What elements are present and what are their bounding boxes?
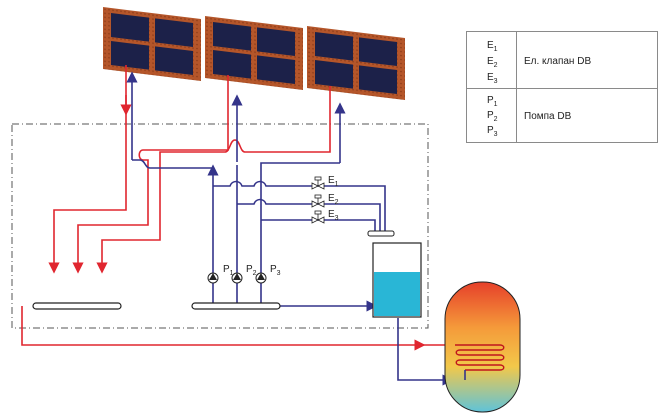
pump-p3: [255, 272, 267, 284]
cold-manifold: [191, 302, 281, 310]
legend-valve-code: E1: [487, 40, 498, 53]
legend-pump-description: Помпа DB: [524, 111, 572, 122]
pump-p1: [207, 272, 219, 284]
legend-pump-codes: P1 P2 P3: [467, 89, 517, 142]
hot-manifold: [32, 302, 122, 310]
hot-pipes: [21, 65, 465, 351]
legend-valve-codes: E1 E2 E3: [467, 32, 517, 88]
label-e2: E2: [328, 193, 339, 206]
cold-pipes: [126, 71, 454, 386]
label-p2: P2: [246, 264, 257, 277]
legend-pump-code: P1: [487, 95, 498, 108]
valve-e1: [311, 176, 325, 190]
solar-panel-3: [307, 26, 405, 101]
tank-inlet-cap: [367, 230, 395, 237]
label-p1: P1: [223, 264, 234, 277]
label-p3: P3: [270, 264, 281, 277]
label-e3: E3: [328, 209, 339, 222]
solar-panel-2: [205, 16, 303, 91]
pump-p2: [231, 272, 243, 284]
legend-pump-code: P2: [487, 110, 498, 123]
valve-e3: [311, 210, 325, 224]
legend-row-valves: E1 E2 E3 Ел. клапан DB: [467, 32, 657, 89]
boiler: [444, 281, 521, 413]
solar-panel-1: [103, 7, 201, 82]
legend-valve-code: E3: [487, 72, 498, 85]
drain-back-tank: [372, 242, 422, 318]
legend-valve-code: E2: [487, 56, 498, 69]
system-boundary: [11, 123, 429, 329]
legend-valve-description: Ел. клапан DB: [524, 56, 592, 67]
valve-e2: [311, 194, 325, 208]
legend-row-pumps: P1 P2 P3 Помпа DB: [467, 89, 657, 142]
legend-pump-code: P3: [487, 125, 498, 138]
legend-table: E1 E2 E3 Ел. клапан DB P1 P2 P3 Помпа DB: [466, 31, 658, 143]
label-e1: E1: [328, 175, 339, 188]
